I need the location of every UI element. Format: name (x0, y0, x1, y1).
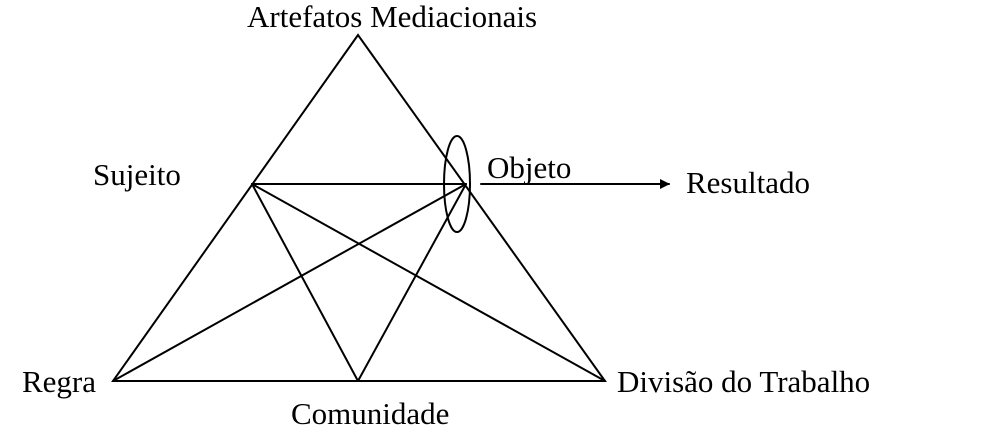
label-resultado: Resultado (686, 165, 810, 200)
label-artefatos-mediacionais: Artefatos Mediacionais (247, 0, 537, 34)
line-sujeito-comunidade (251, 183, 359, 382)
label-regra: Regra (22, 364, 96, 399)
label-objeto: Objeto (487, 150, 571, 185)
line-sujeito-divisao (251, 183, 606, 382)
label-divisao-do-trabalho: Divisão do Trabalho (617, 364, 870, 399)
line-objeto-regra (112, 183, 467, 382)
objeto-ellipse (443, 135, 471, 233)
label-comunidade: Comunidade (291, 396, 449, 431)
label-sujeito: Sujeito (93, 157, 181, 192)
outer-triangle (111, 33, 607, 382)
